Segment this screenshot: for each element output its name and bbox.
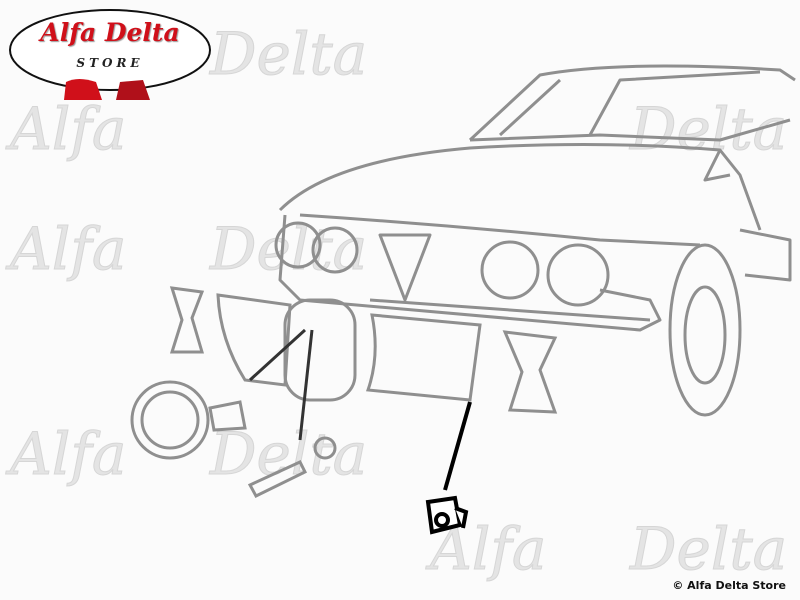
copyright-notice: © Alfa Delta Store [672, 579, 786, 592]
watermark-text: Alfa [9, 420, 127, 489]
store-logo[interactable]: Alfa Delta STORE [8, 8, 212, 100]
watermark-text: Alfa [9, 95, 127, 164]
logo-brand: Alfa Delta [40, 18, 180, 47]
logo-subtitle: STORE [76, 56, 144, 70]
watermark-text: Delta [629, 515, 788, 584]
watermark-text: Alfa [9, 215, 127, 284]
car-outline [274, 64, 796, 417]
grille-parts [130, 286, 558, 498]
logo-oval [9, 9, 211, 100]
logo-cars-icon [64, 79, 150, 100]
watermark-text: Delta [209, 420, 368, 489]
pointer-arrows [248, 328, 472, 491]
clip-nut-highlight [425, 495, 469, 535]
watermark-text: Delta [209, 20, 368, 89]
